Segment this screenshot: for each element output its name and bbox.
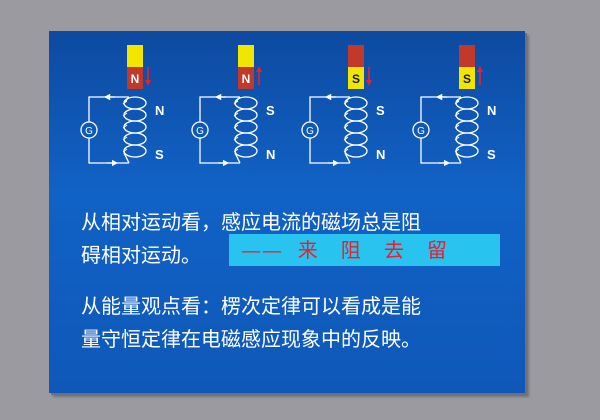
galvanometer-icon — [80, 121, 98, 139]
magnet-pole-label: S — [352, 72, 360, 86]
coil-turn — [234, 144, 258, 158]
coil-field-arrow-icon — [343, 124, 349, 129]
coil-field-arrow-icon — [454, 148, 460, 153]
motion-arrow-down-icon — [366, 80, 372, 86]
coil-turn — [344, 120, 368, 134]
coil-turn — [344, 132, 368, 146]
coil-lead — [455, 152, 462, 164]
relative-motion-text: 从相对运动看，感应电流的磁场总是阻 碍相对运动。 — [81, 206, 421, 272]
coil-turn — [123, 144, 147, 158]
coil-lead — [344, 96, 351, 104]
coil-turn — [234, 120, 258, 134]
coil-lead — [455, 96, 462, 104]
bar-magnet-top — [348, 45, 364, 67]
energy-viewpoint-text: 从能量观点看：楞次定律可以看成是能 量守恒定律在电磁感应现象中的反映。 — [81, 290, 421, 356]
coil-bottom-pole-label: N — [266, 147, 275, 162]
panel-2: N G S N — [191, 45, 275, 167]
coil-turn — [123, 120, 147, 134]
coil-field-arrow-icon — [122, 112, 128, 117]
coil-field-arrow-icon — [122, 148, 128, 153]
bar-magnet-bottom — [459, 67, 475, 89]
galvanometer-label: G — [196, 126, 204, 137]
coil-turn — [455, 144, 479, 158]
coil-field-arrow-icon — [454, 124, 460, 129]
panel-4: S G N S — [412, 45, 496, 167]
magnet-pole-label: N — [131, 72, 140, 86]
coil-field-arrow-icon — [233, 148, 239, 153]
coil-diagrams: N G N S N G S N S G S N S G N S — [80, 45, 496, 167]
galvanometer-label: G — [85, 126, 93, 137]
coil-field-arrow-icon — [343, 148, 349, 153]
panel-1: N G N S — [80, 45, 164, 167]
relative-motion-line-2: 碍相对运动。 — [81, 243, 201, 267]
galvanometer-icon — [412, 121, 430, 139]
motion-arrow-up-icon — [477, 66, 483, 72]
galvanometer-label: G — [417, 126, 425, 137]
coil-field-arrow-icon — [122, 124, 128, 129]
coil-lead — [123, 96, 130, 104]
coil-field-arrow-icon — [454, 136, 460, 141]
relative-motion-line-1: 从相对运动看，感应电流的磁场总是阻 — [81, 210, 421, 234]
coil-field-arrow-icon — [233, 136, 239, 141]
coil-turn — [455, 132, 479, 146]
coil-field-arrow-icon — [343, 112, 349, 117]
motion-arrow-down-icon — [145, 80, 151, 86]
coil-bottom-pole-label: N — [376, 147, 385, 162]
bar-magnet-top — [238, 45, 254, 67]
come-resist-go-keep-phrase: —— 来 阻 去 留 — [229, 234, 500, 266]
bar-magnet-top — [127, 45, 143, 67]
motion-arrow-up-icon — [256, 66, 262, 72]
bar-magnet-bottom — [348, 67, 364, 89]
galvanometer-icon — [301, 121, 319, 139]
panel-3: S G S N — [301, 45, 385, 167]
magnet-pole-label: N — [242, 72, 251, 86]
energy-viewpoint-line-1: 从能量观点看：楞次定律可以看成是能 — [81, 294, 421, 318]
coil-top-pole-label: N — [155, 103, 164, 118]
coil-lead — [234, 96, 241, 104]
coil-turn — [455, 120, 479, 134]
coil-top-pole-label: S — [376, 103, 385, 118]
magnet-pole-label: S — [463, 72, 471, 86]
bar-magnet-bottom — [238, 67, 254, 89]
energy-viewpoint-line-2: 量守恒定律在电磁感应现象中的反映。 — [81, 327, 421, 351]
coil-turn — [234, 108, 258, 122]
coil-top-pole-label: N — [487, 103, 496, 118]
bar-magnet-top — [459, 45, 475, 67]
coil-top-pole-label: S — [266, 103, 275, 118]
coil-turn — [123, 132, 147, 146]
coil-field-arrow-icon — [343, 136, 349, 141]
slide: N G N S N G S N S G S N S G N S 从相对运动看，感应电流的磁场总是阻 碍相对运动… — [49, 31, 525, 393]
coil-field-arrow-icon — [454, 112, 460, 117]
coil-turn — [123, 108, 147, 122]
coil-bottom-pole-label: S — [155, 147, 164, 162]
coil-turn — [344, 108, 368, 122]
galvanometer-icon — [191, 121, 209, 139]
coil-turn — [344, 144, 368, 158]
coil-lead — [234, 152, 241, 164]
coil-bottom-pole-label: S — [487, 147, 496, 162]
coil-field-arrow-icon — [233, 112, 239, 117]
coil-turn — [455, 108, 479, 122]
bar-magnet-bottom — [127, 67, 143, 89]
galvanometer-label: G — [306, 126, 314, 137]
coil-lead — [344, 152, 351, 164]
coil-turn — [234, 132, 258, 146]
coil-field-arrow-icon — [122, 136, 128, 141]
coil-lead — [123, 152, 130, 164]
coil-field-arrow-icon — [233, 124, 239, 129]
